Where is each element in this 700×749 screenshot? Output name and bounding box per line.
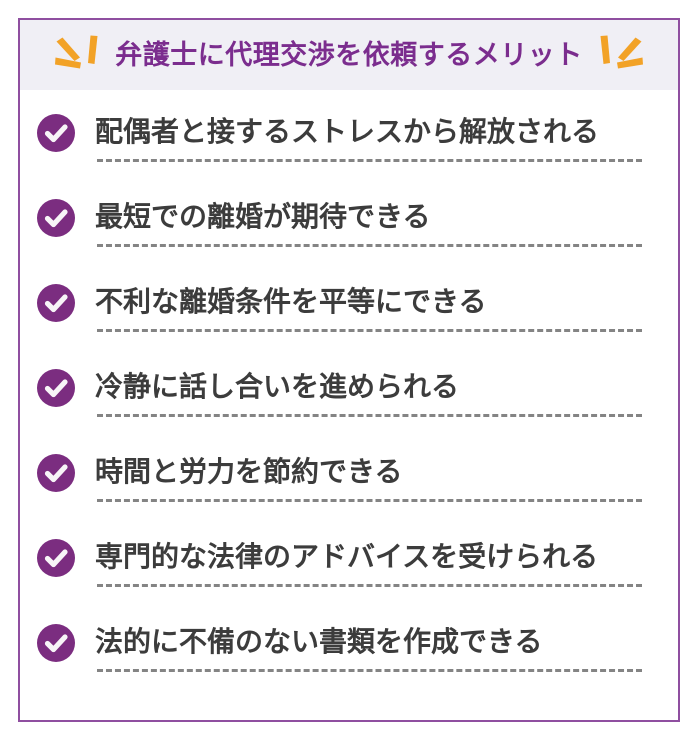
check-circle-icon [37,453,75,492]
check-circle-icon [37,368,75,407]
list-item-separator [97,414,642,417]
list-item-label: 不利な離婚条件を平等にできる [95,286,487,318]
list-item-separator [97,499,642,502]
list-item-label: 時間と労力を節約できる [95,456,403,488]
list-item: 不利な離婚条件を平等にできる [20,260,678,345]
check-circle-icon [37,623,75,662]
sparkle-burst-left-icon [55,35,98,69]
list-item: 時間と労力を節約できる [20,430,678,515]
list-item-separator [97,584,642,587]
check-circle-icon [37,283,75,322]
merits-list: 配偶者と接するストレスから解放される 最短での離婚が期待できる 不利な離婚条件を… [20,90,678,685]
list-item: 専門的な法律のアドバイスを受けられる [20,515,678,600]
list-item: 最短での離婚が期待できる [20,175,678,260]
page-title: 弁護士に代理交渉を依頼するメリット [115,39,583,70]
check-circle-icon [37,113,75,152]
card-header: 弁護士に代理交渉を依頼するメリット [20,20,678,90]
list-item-separator [97,329,642,332]
list-item-label: 最短での離婚が期待できる [95,201,431,233]
list-item: 配偶者と接するストレスから解放される [20,90,678,175]
list-item: 法的に不備のない書類を作成できる [20,600,678,685]
list-item: 冷静に話し合いを進められる [20,345,678,430]
sparkle-burst-right-icon [600,35,643,69]
list-item-label: 冷静に話し合いを進められる [95,371,460,403]
merits-card: 弁護士に代理交渉を依頼するメリット 配偶者と接するストレスから解放される 最短で… [18,18,680,722]
list-item-label: 法的に不備のない書類を作成できる [95,626,543,658]
list-item-label: 配偶者と接するストレスから解放される [95,116,600,148]
list-item-separator [97,669,642,672]
check-circle-icon [37,198,75,237]
list-item-separator [97,159,642,162]
check-circle-icon [37,538,75,577]
list-item-label: 専門的な法律のアドバイスを受けられる [95,541,599,573]
list-item-separator [97,244,642,247]
